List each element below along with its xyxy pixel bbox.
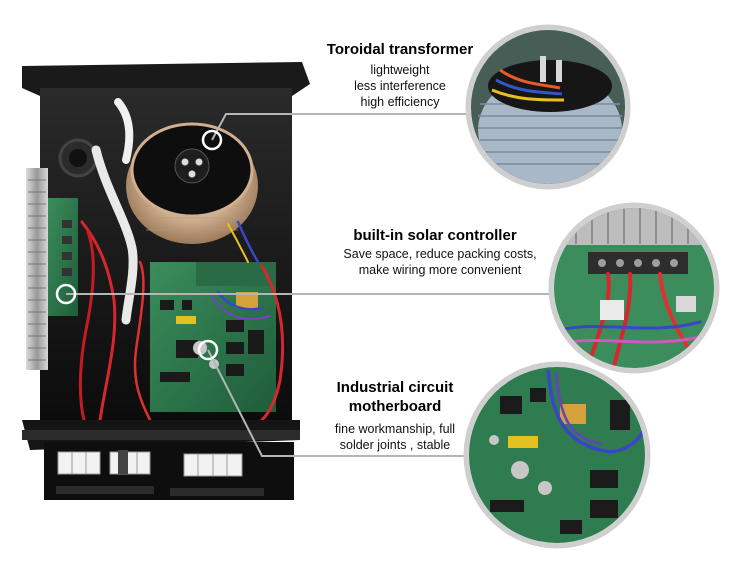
callout-circle-transformer [465, 24, 631, 190]
inverter-unit [22, 62, 310, 500]
feature-title-transformer: Toroidal transformer [326, 41, 474, 58]
feature-title-solar-controller: built-in solar controller [353, 227, 517, 244]
feature-desc-line: lightweight [370, 63, 430, 77]
feature-desc-line: make wiring more convenient [358, 263, 522, 277]
callout-lines [55, 113, 554, 457]
callout-circle-motherboard [463, 361, 651, 549]
toroidal-transformer [126, 122, 258, 244]
chassis-top-lid [22, 62, 310, 96]
feature-desc-line: Save space, reduce packing costs, [343, 247, 537, 261]
terminal-blocks-right [183, 453, 243, 477]
main-circuit-board [150, 262, 276, 412]
feature-desc-line: fine workmanship, full [334, 422, 456, 436]
feature-title-motherboard-line2: motherboard [348, 398, 442, 415]
feature-title-motherboard: Industrial circuit [336, 379, 454, 396]
callout-circle-solar-controller [548, 202, 720, 374]
feature-desc-line: solder joints , stable [339, 438, 451, 452]
feature-desc-line: high efficiency [360, 95, 440, 109]
white-cable [91, 145, 138, 325]
internal-wiring [78, 220, 285, 422]
side-heatsink [26, 168, 48, 370]
feature-desc-line: less interference [354, 79, 446, 93]
